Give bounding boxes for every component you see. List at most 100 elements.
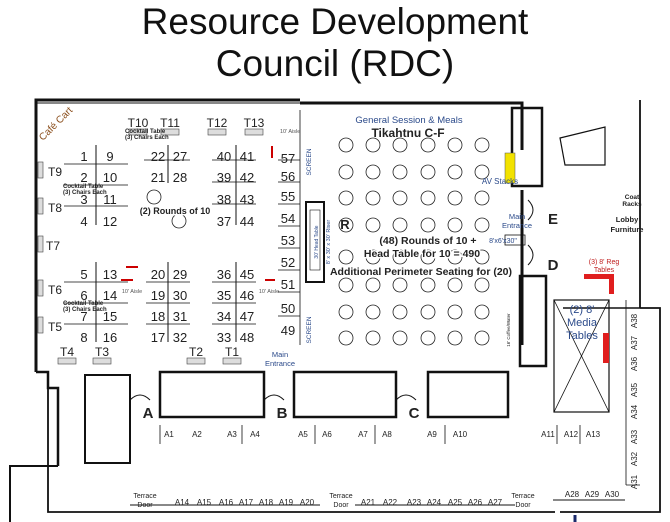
round-table [392, 304, 408, 320]
round-table [338, 277, 354, 293]
round-table [447, 217, 463, 233]
booth-label: A24 [427, 498, 442, 507]
round-table [420, 277, 436, 293]
sponsor-table [57, 357, 77, 365]
booth-label: A29 [585, 490, 600, 499]
terrace-door-label: Terrace [511, 493, 534, 500]
table-number: 3 [80, 192, 87, 207]
table-number: 7 [80, 309, 87, 324]
round-table [474, 330, 490, 346]
table-number: 49 [281, 323, 295, 338]
table-number: 44 [240, 214, 254, 229]
round-table [447, 137, 463, 153]
sponsor-table [92, 357, 112, 365]
seating-note-3: Additional Perimeter Seating for (20) [330, 266, 512, 278]
terrace-door-label: Terrace [329, 493, 352, 500]
lobby-furniture-label: Furniture [611, 225, 644, 234]
screen-label: SCREEN [306, 148, 313, 175]
cocktail-table-label: Cocktail Table [63, 184, 104, 190]
sponsor-table-label: T2 [189, 345, 203, 359]
booth-label: A23 [407, 498, 422, 507]
riser-label: 8' x 30' x 30' Riser [326, 220, 332, 265]
sponsor-table [37, 197, 44, 215]
service-block-c [426, 370, 510, 419]
door-letter-d: D [548, 257, 559, 274]
av-room [510, 106, 544, 188]
main-entrance-label: Main [509, 212, 525, 221]
booth-label: A19 [279, 498, 294, 507]
table-number: 31 [173, 309, 187, 324]
round-table [171, 213, 187, 229]
reg-table-media [603, 333, 609, 363]
round-table [420, 217, 436, 233]
table-number: 4 [80, 214, 87, 229]
media-tables-label: (2) 8' [570, 304, 595, 316]
table-number: 51 [281, 277, 295, 292]
round-table [447, 164, 463, 180]
table-number: 37 [217, 214, 231, 229]
room-subtitle: General Session & Meals [355, 115, 462, 126]
round-table [392, 164, 408, 180]
round-table [447, 190, 463, 206]
table-number: 10 [103, 170, 117, 185]
booth-label: A7 [358, 430, 368, 439]
round-table [338, 217, 354, 233]
door-letter-b: B [277, 405, 288, 422]
booth-label: A20 [300, 498, 315, 507]
table-number: 14 [103, 288, 117, 303]
sponsor-table [37, 279, 44, 297]
table-number: 42 [240, 170, 254, 185]
table-number: 19 [151, 288, 165, 303]
round-table [392, 217, 408, 233]
round-table [447, 330, 463, 346]
round-table [392, 330, 408, 346]
round-table [365, 304, 381, 320]
aisle-label: 10' Aisle [122, 289, 142, 295]
booth-label: A17 [239, 498, 254, 507]
stage-size-label: 8'x6'x30" [489, 238, 517, 245]
table-number: 54 [281, 211, 295, 226]
booth-label: A6 [322, 430, 332, 439]
sponsor-table [37, 161, 44, 179]
table-number: 13 [103, 267, 117, 282]
main-entrance-label: Entrance [502, 221, 532, 230]
table-number: 27 [173, 149, 187, 164]
sponsor-table [128, 128, 148, 136]
round-table [392, 190, 408, 206]
table-number: 15 [103, 309, 117, 324]
round-table [420, 137, 436, 153]
booth-label: A33 [630, 429, 639, 444]
round-table [338, 164, 354, 180]
sponsor-table [186, 357, 206, 365]
sponsor-table-label: T8 [48, 201, 62, 215]
round-table [365, 330, 381, 346]
round-table [392, 137, 408, 153]
booth-label: A8 [382, 430, 392, 439]
table-number: 17 [151, 330, 165, 345]
table-number: 6 [80, 288, 87, 303]
booth-label: A36 [630, 356, 639, 371]
round-table [338, 304, 354, 320]
round-table [392, 277, 408, 293]
table-number: 16 [103, 330, 117, 345]
reg-tables-label: (3) 8' Reg [589, 259, 620, 266]
round-table [420, 190, 436, 206]
seating-note-2: Head Table for 10 = 490 [364, 248, 480, 260]
table-number: 57 [281, 151, 295, 166]
table-number: 56 [281, 169, 295, 184]
door-letter-c: C [409, 405, 420, 422]
round-table [474, 190, 490, 206]
booth-label: A1 [164, 430, 174, 439]
table-number: 39 [217, 170, 231, 185]
round-table [474, 217, 490, 233]
round-table [365, 277, 381, 293]
sponsor-table-label: T13 [244, 116, 265, 130]
sponsor-table [244, 128, 264, 136]
round-table [338, 137, 354, 153]
media-tables-label: Media [567, 317, 598, 329]
sponsor-table-label: T1 [225, 345, 239, 359]
seating-note-1: (48) Rounds of 10 + [379, 235, 476, 247]
main-entrance-label-south: Main [272, 350, 288, 359]
sponsor-table [37, 235, 44, 253]
